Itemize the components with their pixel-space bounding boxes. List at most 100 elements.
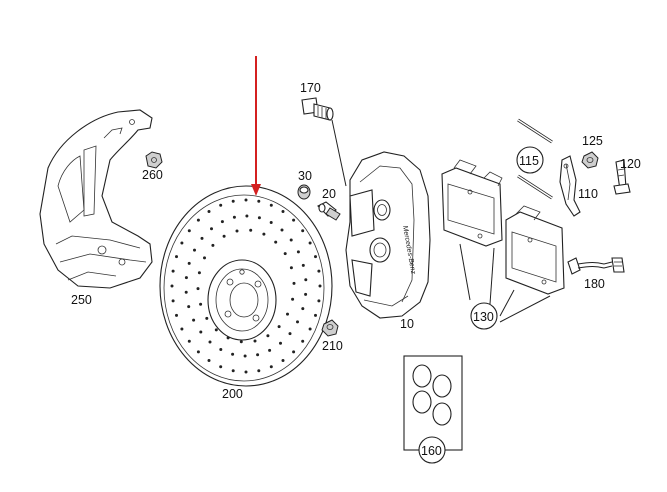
- drill-hole: [289, 238, 293, 242]
- drill-hole: [180, 241, 184, 245]
- drill-hole: [292, 218, 296, 222]
- drill-hole: [314, 313, 317, 317]
- label-250: 250: [71, 293, 92, 307]
- drill-hole: [296, 250, 300, 254]
- drill-hole: [301, 339, 305, 343]
- bleeder-screw-20[interactable]: [317, 201, 341, 221]
- drill-hole: [304, 292, 308, 296]
- label-130: 130: [473, 310, 494, 324]
- drill-hole: [207, 359, 211, 362]
- retaining-pin-115[interactable]: [517, 118, 553, 200]
- drill-hole: [274, 240, 278, 244]
- label-180: 180: [584, 277, 605, 291]
- drill-hole: [283, 252, 287, 256]
- drill-hole: [193, 248, 196, 252]
- bleeder-cap-30[interactable]: [297, 184, 311, 200]
- drill-hole: [243, 354, 247, 358]
- drill-hole: [266, 334, 270, 338]
- drill-hole: [281, 359, 285, 362]
- drill-hole: [269, 221, 273, 224]
- label-10: 10: [400, 317, 414, 331]
- label-120: 120: [620, 157, 641, 171]
- brake-disc-200[interactable]: [159, 185, 333, 387]
- drill-hole: [256, 353, 260, 357]
- drill-hole: [187, 261, 191, 265]
- drill-hole: [231, 352, 235, 356]
- brake-pad-upper[interactable]: [441, 159, 503, 247]
- drill-hole: [280, 228, 284, 232]
- drill-hole: [231, 199, 235, 203]
- drill-hole: [180, 327, 184, 331]
- drill-hole: [253, 339, 257, 343]
- drill-hole: [314, 255, 317, 259]
- label-20: 20: [322, 187, 336, 201]
- label-30: 30: [298, 169, 312, 183]
- label-200: 200: [222, 387, 243, 401]
- drill-hole: [171, 269, 175, 273]
- bolt-120[interactable]: [613, 159, 631, 195]
- bolt-170[interactable]: [301, 97, 334, 121]
- brake-pad-lower[interactable]: [505, 205, 565, 295]
- drill-hole: [308, 241, 312, 245]
- leader-170: [331, 119, 347, 187]
- label-170: 170: [300, 81, 321, 95]
- drill-hole: [296, 320, 299, 324]
- drill-hole: [257, 369, 261, 373]
- label-110: 110: [578, 187, 598, 201]
- drill-hole: [192, 318, 196, 322]
- label-115: 115: [519, 154, 539, 168]
- pointer-arrow: [251, 56, 261, 196]
- brake-caliper-10[interactable]: Mercedes-Benz: [345, 151, 431, 319]
- nut-210[interactable]: [321, 319, 339, 337]
- drill-hole: [281, 210, 285, 213]
- drill-hole: [301, 229, 305, 233]
- label-260: 260: [142, 168, 163, 182]
- drill-hole: [187, 339, 191, 343]
- drill-hole: [175, 255, 178, 259]
- nut-125[interactable]: [581, 151, 599, 169]
- drill-hole: [317, 269, 321, 273]
- dust-shield-250[interactable]: [39, 109, 153, 289]
- drill-hole: [257, 199, 261, 203]
- drill-hole: [207, 210, 211, 213]
- drill-hole: [184, 290, 188, 294]
- leader-130b: [489, 247, 495, 305]
- drill-hole: [184, 276, 188, 280]
- drill-hole: [196, 350, 200, 354]
- drill-hole: [244, 198, 248, 202]
- drill-hole: [244, 370, 248, 374]
- drill-hole: [249, 228, 253, 232]
- drill-hole: [171, 299, 175, 303]
- drill-hole: [288, 332, 292, 336]
- seal-kit-160[interactable]: [403, 355, 463, 451]
- drill-hole: [268, 348, 272, 352]
- drill-hole: [219, 365, 223, 369]
- drill-hole: [226, 336, 230, 340]
- drill-hole: [308, 327, 312, 331]
- drill-hole: [210, 227, 213, 231]
- label-115-circle: [516, 146, 544, 174]
- drill-hole: [317, 299, 321, 303]
- spring-clip-110[interactable]: [559, 155, 581, 217]
- drill-hole: [205, 316, 209, 320]
- drill-hole: [196, 287, 200, 291]
- drill-hole: [262, 232, 266, 236]
- drill-hole: [231, 369, 235, 373]
- wear-sensor-180[interactable]: [567, 257, 625, 275]
- drill-hole: [208, 340, 212, 344]
- label-160-circle: [418, 436, 446, 464]
- drill-hole: [187, 305, 191, 309]
- drill-hole: [235, 229, 239, 233]
- drill-hole: [277, 325, 281, 329]
- drill-hole: [187, 229, 191, 233]
- label-210: 210: [322, 339, 343, 353]
- drill-hole: [200, 236, 204, 240]
- drill-hole: [269, 203, 273, 207]
- nut-260[interactable]: [145, 151, 163, 169]
- leader-130a: [459, 243, 471, 301]
- drill-hole: [222, 234, 226, 238]
- drill-hole: [197, 271, 201, 275]
- drill-hole: [292, 281, 296, 285]
- drill-hole: [199, 330, 203, 334]
- leader-130d: [499, 295, 551, 323]
